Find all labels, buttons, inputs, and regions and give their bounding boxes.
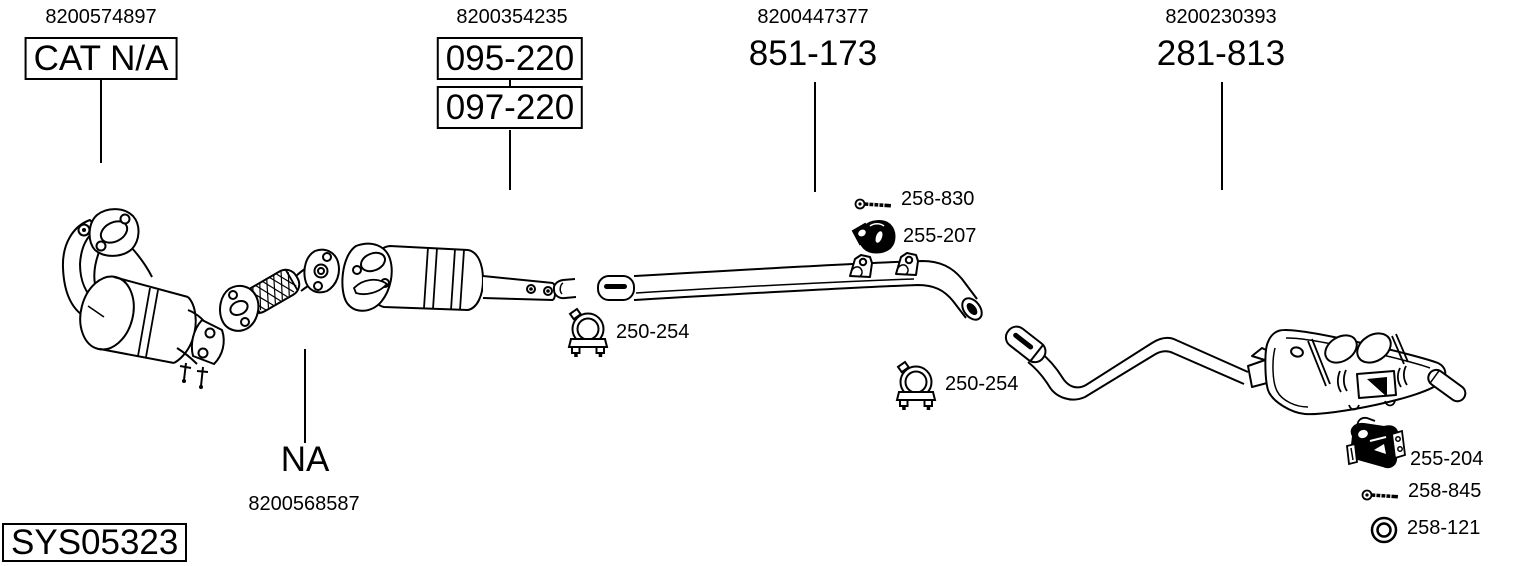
accessory-label: 258-830: [901, 188, 975, 210]
accessory-label: 250-254: [945, 373, 1019, 395]
system-code: SYS05323: [2, 523, 188, 562]
na-label: NA: [280, 440, 330, 479]
oe-reference: 8200447377: [757, 6, 869, 28]
clamp-icon: [568, 307, 608, 358]
clamp-icon: [896, 360, 936, 411]
accessory-label: 255-204: [1410, 448, 1484, 470]
oe-reference: 8200568587: [248, 493, 360, 515]
oe-reference: 8200354235: [456, 6, 568, 28]
oe-reference: 8200230393: [1165, 6, 1277, 28]
leader-lines: [100, 80, 1223, 443]
rear-muffler-assembly: [1004, 325, 1467, 416]
center-muffler: [341, 242, 577, 312]
part-number-box: CAT N/A: [24, 37, 178, 80]
oe-reference: 8200574897: [45, 6, 157, 28]
part-number-box: 097-220: [436, 86, 584, 129]
center-pipe: [597, 252, 983, 321]
accessory-label: 258-121: [1407, 517, 1481, 539]
hanger-bracket-icon: [1346, 416, 1406, 469]
bolt-icon: [854, 198, 892, 210]
flex-pipe: [219, 248, 340, 332]
gasket-ring-icon: [1370, 516, 1398, 544]
accessory-label: 258-845: [1408, 480, 1482, 502]
part-number-box: 095-220: [436, 37, 584, 80]
accessory-label: 255-207: [903, 225, 977, 247]
rubber-mount-icon: [851, 220, 896, 254]
part-number-label: 281-813: [1156, 34, 1286, 73]
part-number-label: 851-173: [748, 34, 878, 73]
accessory-icons: [568, 198, 1406, 544]
accessory-label: 250-254: [616, 321, 690, 343]
front-catalytic-converter: [61, 208, 225, 389]
bolt-icon: [1361, 489, 1399, 501]
